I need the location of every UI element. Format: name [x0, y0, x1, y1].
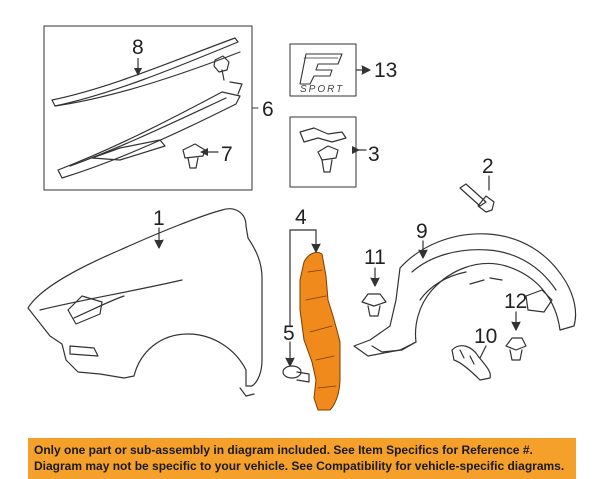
callout-12: 12 [504, 290, 527, 313]
part-10-seal [451, 345, 491, 381]
callout-10: 10 [474, 325, 497, 348]
callout-9: 9 [416, 220, 428, 243]
parts-diagram: 8 6 7 13 3 2 1 4 9 11 12 5 10 SPORT [27, 25, 577, 411]
callout-1: 1 [153, 207, 165, 230]
callout-8: 8 [132, 36, 144, 59]
part-2-bolt [459, 175, 495, 213]
part-11-clip [361, 267, 387, 317]
part-9-fender-liner [353, 233, 577, 357]
bracket-group-box [289, 116, 367, 188]
callout-7: 7 [221, 143, 233, 166]
part-1-fender [27, 208, 263, 397]
part-5-clip [282, 365, 310, 383]
part-13-emblem [289, 43, 371, 97]
emblem-sport-text: SPORT [300, 84, 344, 95]
part-6-molding [57, 91, 241, 179]
moulding-group-box [43, 25, 259, 191]
callout-13: 13 [374, 59, 397, 82]
part-12-clip [505, 311, 527, 361]
part-8-molding [51, 37, 239, 107]
callout-4: 4 [295, 206, 307, 229]
disclaimer-banner: Only one part or sub-assembly in diagram… [28, 438, 576, 479]
callout-5: 5 [283, 322, 295, 345]
callout-2: 2 [482, 155, 494, 178]
part-4-5-bracket-group [282, 229, 341, 411]
disclaimer-line-2: Diagram may not be specific to your vehi… [34, 459, 565, 473]
disclaimer-line-1: Only one part or sub-assembly in diagram… [34, 443, 533, 457]
part-4-shield [299, 251, 341, 411]
callout-6: 6 [262, 98, 274, 121]
callout-3: 3 [368, 143, 380, 166]
callout-11: 11 [364, 246, 386, 269]
part-7-clip [182, 143, 206, 169]
